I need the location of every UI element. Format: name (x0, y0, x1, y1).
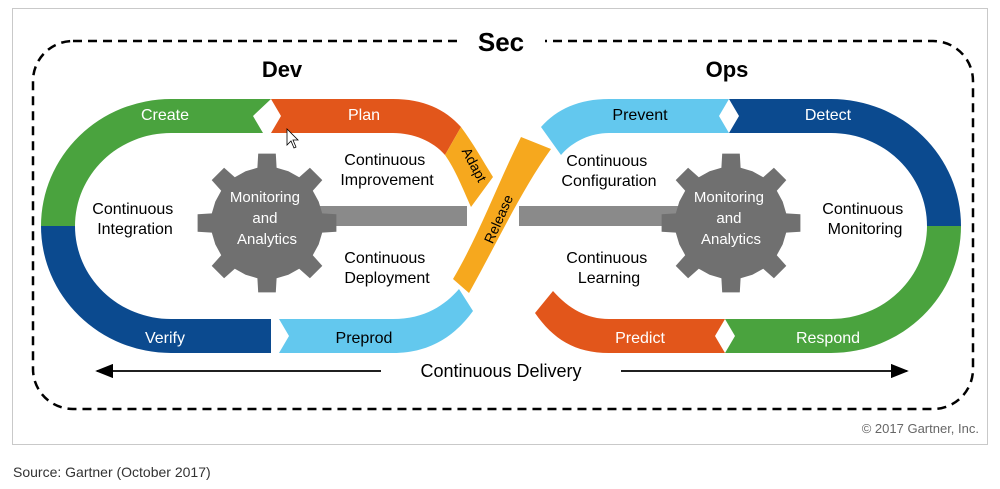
continuous-configuration-line-2: Configuration (561, 173, 656, 190)
continuous-configuration-line-1: Continuous (566, 153, 647, 170)
continuous-improvement-line-2: Improvement (340, 172, 434, 189)
copyright-text: © 2017 Gartner, Inc. (862, 421, 979, 436)
verify-label: Verify (145, 330, 185, 347)
left-gear-line-1: Monitoring (230, 189, 300, 206)
continuous-learning-line-1: Continuous (566, 250, 647, 267)
right-connector-bar (519, 206, 679, 226)
right-gear-line-2: and (716, 210, 741, 227)
continuous-monitoring-line-2: Monitoring (828, 221, 903, 238)
continuous-learning-line-2: Learning (578, 270, 640, 287)
sec-title-backdrop (459, 23, 545, 57)
gear-right-teeth (661, 153, 801, 293)
continuous-monitoring-line-1: Continuous (822, 201, 903, 218)
left-gear-line-2: and (252, 210, 277, 227)
continuous-monitoring-label: Continuous Monitoring (822, 201, 907, 238)
detect-label: Detect (805, 107, 852, 124)
prevent-segment[interactable] (541, 99, 729, 155)
continuous-improvement-line-1: Continuous (344, 152, 425, 169)
right-gear (661, 153, 801, 293)
adapt-segment[interactable] (445, 127, 493, 207)
continuous-configuration-label: Continuous Configuration (561, 153, 656, 190)
create-segment[interactable] (41, 99, 271, 226)
prevent-label: Prevent (612, 107, 668, 124)
continuous-integration-label: Continuous Integration (92, 201, 177, 238)
respond-label: Respond (796, 330, 860, 347)
diagram-frame: Sec Dev Ops Create Plan Prevent Detect V… (12, 8, 988, 445)
plan-segment[interactable] (271, 99, 461, 155)
right-gear-line-3: Analytics (701, 231, 761, 248)
left-gear-label: Monitoring and Analytics (230, 189, 304, 248)
right-gear-line-1: Monitoring (694, 189, 764, 206)
continuous-integration-line-2: Integration (97, 221, 173, 238)
sec-title: Sec (478, 27, 524, 57)
dev-label: Dev (262, 57, 303, 82)
source-caption: Source: Gartner (October 2017) (13, 464, 211, 480)
continuous-improvement-label: Continuous Improvement (340, 152, 434, 189)
preprod-segment[interactable] (279, 289, 473, 353)
left-gear-line-3: Analytics (237, 231, 297, 248)
right-gear-label: Monitoring and Analytics (694, 189, 768, 248)
verify-segment[interactable] (41, 226, 271, 353)
plan-label: Plan (348, 107, 380, 124)
detect-segment[interactable] (729, 99, 961, 226)
predict-label: Predict (615, 330, 665, 347)
mouse-cursor-icon (286, 128, 299, 149)
gear-left-teeth (197, 153, 337, 293)
create-label: Create (141, 107, 189, 124)
continuous-deployment-label: Continuous Deployment (344, 250, 430, 287)
continuous-delivery-label: Continuous Delivery (420, 361, 581, 381)
devsecops-diagram: Sec Dev Ops Create Plan Prevent Detect V… (31, 23, 979, 436)
respond-segment[interactable] (725, 226, 961, 353)
sec-boundary (31, 39, 975, 411)
left-gear (197, 153, 337, 293)
ops-label: Ops (706, 57, 749, 82)
continuous-deployment-line-1: Continuous (344, 250, 425, 267)
predict-segment[interactable] (535, 291, 725, 353)
release-segment[interactable] (453, 137, 551, 293)
continuous-deployment-line-2: Deployment (344, 270, 430, 287)
continuous-learning-label: Continuous Learning (566, 250, 651, 287)
continuous-integration-line-1: Continuous (92, 201, 173, 218)
preprod-label: Preprod (336, 330, 393, 347)
